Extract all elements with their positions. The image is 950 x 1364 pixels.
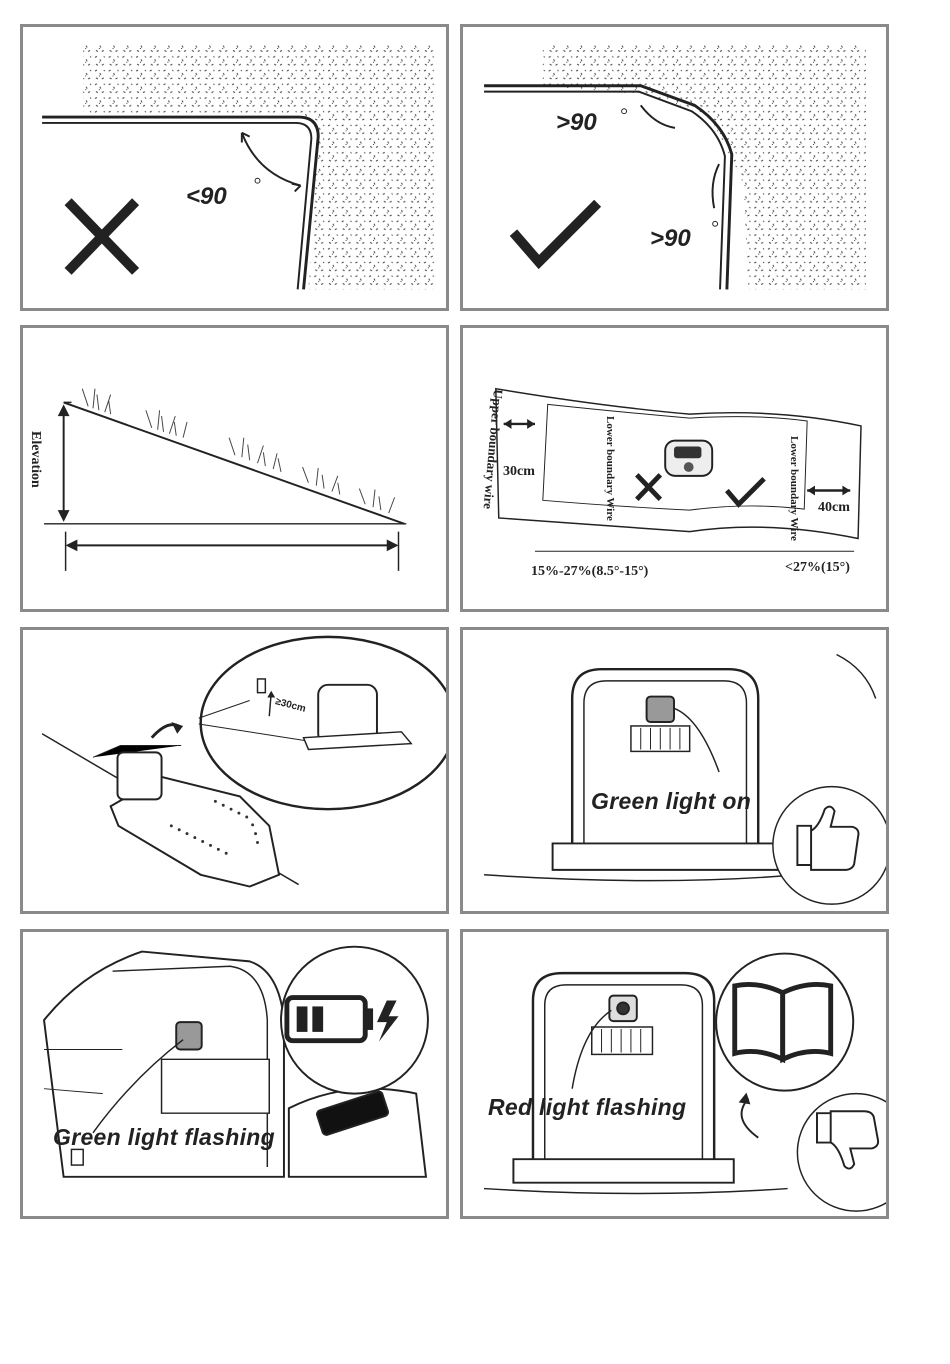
green-light-on-caption: Green light on — [591, 788, 751, 815]
slope-max-label: <27%(15°) — [785, 560, 850, 576]
panel-green-light-flashing: Green light flashing — [20, 929, 449, 1219]
angle-label-lt90: <90 — [186, 183, 227, 211]
check-icon — [513, 203, 597, 262]
panel-corner-right: >90 >90 — [460, 24, 889, 311]
manual-book-icon — [716, 954, 853, 1091]
corner-wrong-illustration — [23, 27, 446, 308]
mower-green-flashing-illustration — [23, 932, 446, 1216]
slope-range-label: 15%-27%(8.5°-15°) — [531, 564, 648, 580]
panel-slope: Elevation — [20, 325, 449, 612]
zoom-circle — [199, 637, 446, 809]
station-green-on-illustration — [463, 630, 886, 911]
thumbs-down-icon — [797, 1094, 886, 1212]
lower-boundary-wire-right-label: Lower boundary Wire — [788, 436, 800, 541]
green-light-flashing-caption: Green light flashing — [53, 1124, 275, 1151]
distance-40cm: 40cm — [818, 500, 850, 516]
red-light-flashing-caption: Red light flashing — [488, 1094, 686, 1121]
battery-charging-icon — [281, 947, 428, 1094]
charging-station-illustration — [23, 630, 446, 911]
angle-label-gt90-bottom: >90 — [650, 225, 691, 253]
angle-label-gt90-top: >90 — [556, 109, 597, 137]
panel-boundary-slope: Upper boundary wire Lower boundary Wire … — [460, 325, 889, 612]
cross-icon — [637, 475, 660, 499]
panel-green-light-on: Green light on — [460, 627, 889, 914]
thumbs-up-icon — [773, 787, 886, 904]
distance-30cm: 30cm — [503, 464, 535, 480]
corner-right-illustration — [463, 27, 886, 308]
panel-charging-station: ≥30cm — [20, 627, 449, 914]
station-red-flashing-illustration — [463, 932, 886, 1216]
mower-icon — [665, 441, 712, 476]
panel-red-light-flashing: Red light flashing — [460, 929, 889, 1219]
panel-corner-wrong: <90 — [20, 24, 449, 311]
cross-icon — [71, 205, 132, 268]
slope-illustration — [23, 328, 446, 609]
elevation-label: Elevation — [27, 431, 43, 488]
check-icon — [727, 479, 764, 504]
lower-boundary-wire-left-label: Lower boundary Wire — [604, 416, 616, 521]
